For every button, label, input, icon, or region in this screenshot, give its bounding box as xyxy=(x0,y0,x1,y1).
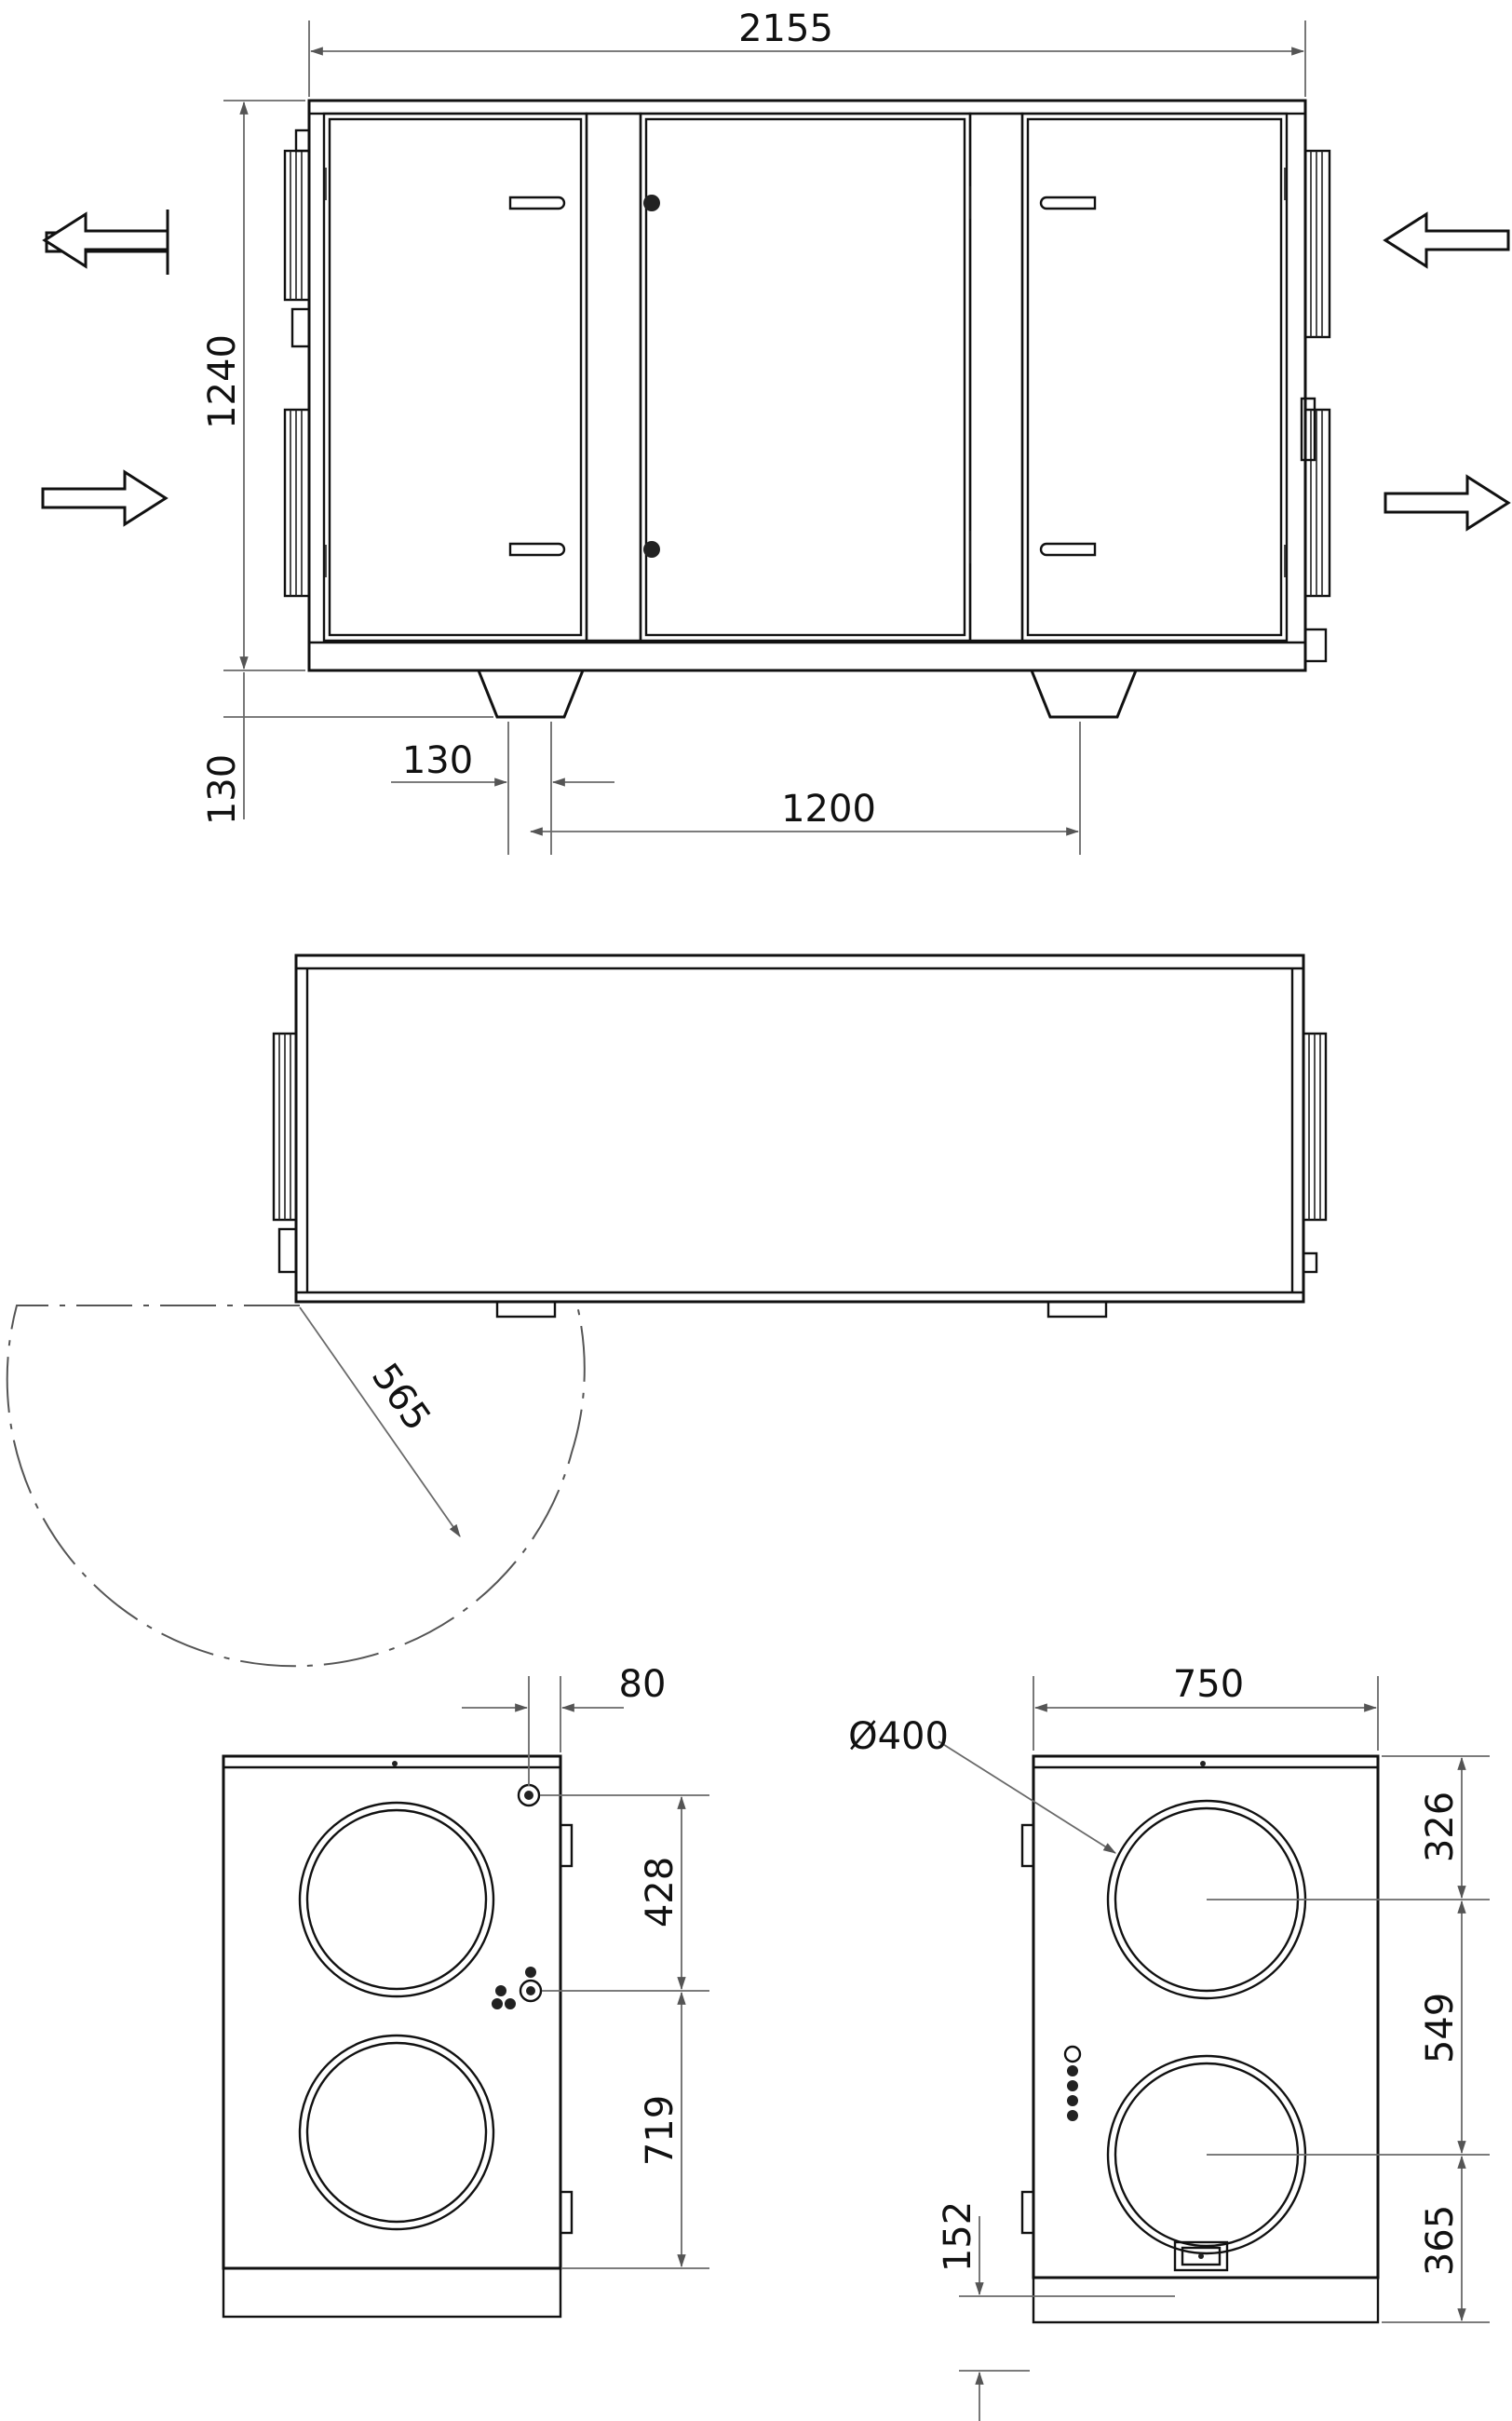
dim-duct-spacing: 549 xyxy=(1419,1993,1462,2063)
foot-left xyxy=(476,669,586,719)
pillar-right xyxy=(968,112,1024,642)
dim-foot-height: 130 xyxy=(201,754,244,825)
door-lock-icon xyxy=(643,195,660,211)
intake-arrow-right-icon xyxy=(41,469,169,527)
port-lower-icon xyxy=(519,1979,543,2003)
dim-overall-width: 2155 xyxy=(738,7,833,50)
door-swing-arc xyxy=(6,1305,586,1668)
dim-upper-port-spacing: 428 xyxy=(639,1857,682,1927)
duct-collar-right xyxy=(1300,149,1331,663)
top-view: 565 xyxy=(6,954,1328,1668)
dim-top-offset: 326 xyxy=(1419,1792,1462,1862)
foot-right xyxy=(1029,669,1139,719)
dim-drain-height: 152 xyxy=(937,2201,979,2272)
dim-duct-diameter: Ø400 xyxy=(848,1715,949,1758)
handle-top-left xyxy=(495,1300,557,1319)
dim-foot-spacing: 1200 xyxy=(781,788,876,831)
dim-overall-height: 1240 xyxy=(201,334,244,429)
dim-lower-port-spacing: 719 xyxy=(639,2095,682,2166)
intake-arrow-left-icon xyxy=(1383,211,1510,269)
dim-side-width: 750 xyxy=(1173,1663,1244,1706)
dim-door-swing: 565 xyxy=(363,1356,439,1439)
right-side-casing xyxy=(1032,1754,1380,2279)
left-side-view: 80 428 719 xyxy=(222,1663,709,2319)
front-casing xyxy=(307,99,1307,672)
duct-opening-upper xyxy=(298,1801,495,1998)
drain-outlet-icon xyxy=(1173,2240,1229,2272)
dim-port-offset: 80 xyxy=(619,1663,667,1706)
top-casing xyxy=(294,954,1305,1304)
duct-collar-left xyxy=(283,128,311,598)
dim-foot-width: 130 xyxy=(402,739,473,782)
supply-arrow-right-icon xyxy=(1384,474,1511,532)
handle-top-right xyxy=(1046,1300,1108,1319)
terminal-block-icon xyxy=(1063,2045,1082,2121)
duct-opening-lower xyxy=(298,2034,495,2231)
dim-bottom-offset: 365 xyxy=(1419,2205,1462,2276)
exhaust-arrow-left-icon xyxy=(42,211,169,269)
pillar-left xyxy=(585,112,642,642)
front-view: 2155 1240 130 130 1200 xyxy=(41,7,1511,855)
door-lock-icon xyxy=(643,541,660,558)
right-side-view: 750 Ø400 326 549 365 152 xyxy=(848,1663,1490,2421)
left-side-casing xyxy=(222,1754,562,2270)
door-handle-icon xyxy=(508,196,1097,557)
